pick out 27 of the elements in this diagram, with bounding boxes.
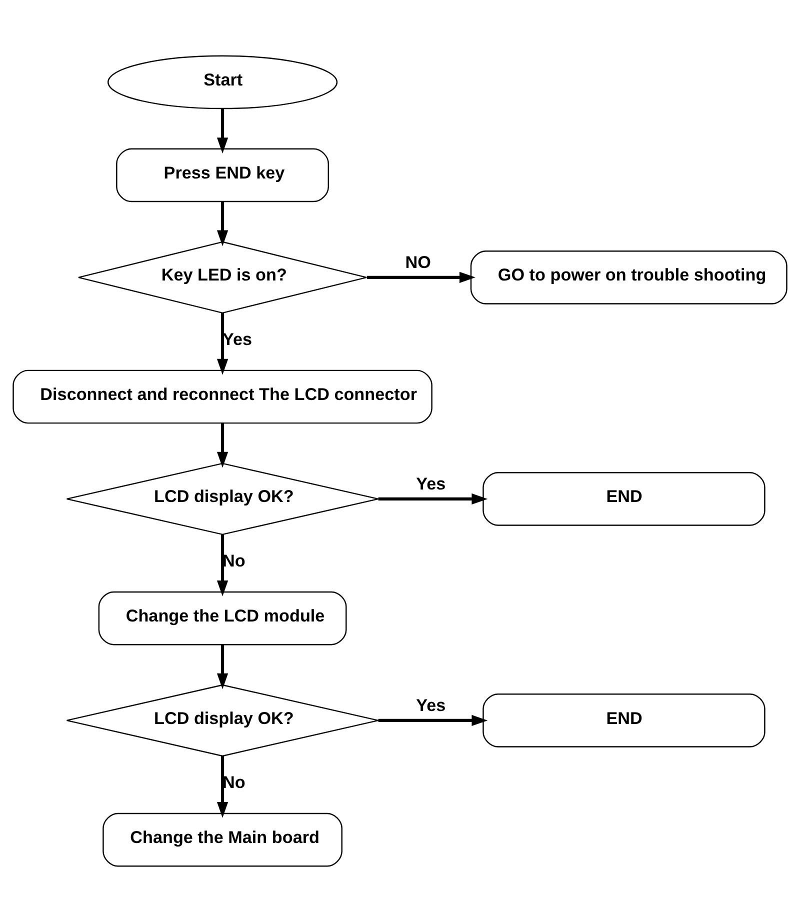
arrow bbox=[216, 422, 228, 468]
node-diamond: LCD display OK? bbox=[66, 684, 379, 756]
edge-label: No bbox=[222, 772, 246, 792]
edge-label: NO bbox=[405, 251, 431, 272]
arrow bbox=[378, 492, 488, 504]
node-diamond: LCD display OK? bbox=[66, 462, 379, 535]
edge-label: Yes bbox=[222, 328, 252, 348]
node-box: END bbox=[482, 472, 766, 526]
arrow bbox=[216, 644, 228, 689]
arrow bbox=[216, 108, 228, 154]
node-box: Change the LCD module bbox=[98, 590, 347, 645]
node-box: GO to power on trouble shooting bbox=[470, 250, 788, 304]
edge-label: Yes bbox=[416, 694, 446, 714]
arrow bbox=[216, 534, 228, 596]
arrow bbox=[216, 312, 228, 374]
arrow bbox=[216, 201, 228, 246]
arrow bbox=[366, 271, 476, 282]
node-ellipse: Start bbox=[108, 54, 338, 109]
arrow bbox=[378, 714, 488, 726]
node-diamond: Key LED is on? bbox=[78, 240, 368, 314]
node-box: END bbox=[482, 693, 766, 747]
edge-label: No bbox=[222, 550, 246, 570]
arrow bbox=[216, 756, 228, 818]
edge-label: Yes bbox=[416, 472, 446, 493]
node-box: Disconnect and reconnect The LCD connector bbox=[12, 369, 432, 424]
node-box: Press END key bbox=[116, 148, 330, 202]
node-box: Change the Main board bbox=[102, 812, 342, 866]
